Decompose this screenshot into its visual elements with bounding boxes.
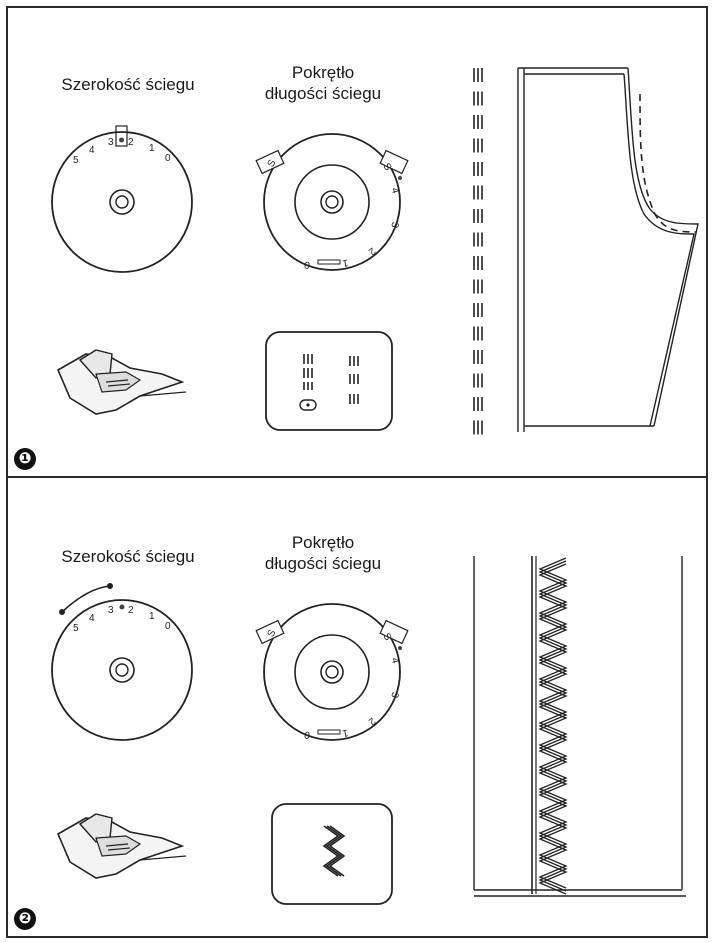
fabric-seam-icon	[517, 67, 699, 432]
zigzag-stitch-line	[538, 563, 568, 895]
width-dial-icon: 5 4 3 2 1 0	[51, 583, 193, 741]
step-number-badge: ❷	[14, 908, 36, 930]
dial-number: 2	[366, 715, 378, 727]
straight-stitch-line-icon	[473, 68, 483, 435]
length-label-line1: Pokrętło	[291, 533, 355, 552]
dial-number: 0	[165, 621, 171, 632]
dial-number: 0	[165, 153, 171, 164]
dial-number: 1	[341, 257, 349, 269]
length-dial-icon: S S 4 3 2 1 0	[255, 133, 409, 271]
length-label-line2: długości ściegu	[264, 84, 382, 103]
zigzag-stitch-line	[538, 557, 568, 889]
dial-number: 0	[303, 258, 311, 270]
dial-number: 4	[389, 187, 401, 196]
presser-foot-icon	[56, 349, 187, 415]
dial-number: 1	[149, 143, 155, 154]
dial-number: 1	[341, 727, 349, 739]
stitch-selector-icon	[271, 803, 393, 905]
dial-number: 3	[388, 221, 400, 230]
length-label-line2: długości ściegu	[264, 554, 382, 573]
length-label: Pokrętło długości ściegu	[258, 532, 388, 574]
length-label: Pokrętło długości ściegu	[258, 62, 388, 104]
dial-number: 4	[89, 145, 95, 156]
panel-straight-stitch: Szerokość ściegu Pokrętło długości ścieg…	[6, 6, 708, 478]
dial-number: 2	[128, 605, 134, 616]
stitch-selector-icon	[265, 331, 393, 431]
dial-number: 0	[303, 728, 311, 740]
fabric-seam-icon	[473, 556, 686, 897]
width-label: Szerokość ściegu	[61, 75, 195, 94]
dial-number: 3	[388, 691, 400, 700]
dial-number: 4	[89, 613, 95, 624]
dial-number: 1	[149, 611, 155, 622]
length-dial-icon: S S 4 3 2 1 0	[255, 603, 409, 741]
dial-number: S	[266, 158, 279, 170]
dial-number: S	[380, 631, 393, 643]
dial-number: S	[266, 628, 279, 640]
zigzag-stitch-line	[538, 560, 568, 892]
dial-number: 2	[366, 245, 378, 257]
presser-foot-icon	[56, 813, 187, 879]
panel-zigzag-stitch: Szerokość ściegu Pokrętło długości ścieg…	[6, 476, 708, 938]
dial-number: 3	[108, 605, 114, 616]
dial-number: 5	[73, 155, 79, 166]
dial-number: S	[380, 161, 393, 173]
width-label: Szerokość ściegu	[61, 547, 195, 566]
dial-number: 4	[389, 657, 401, 666]
step-number-badge: ❶	[14, 448, 36, 470]
width-dial-icon: 5 4 3 2 1 0	[51, 125, 193, 273]
dial-number: 2	[128, 137, 134, 148]
dial-number: 5	[73, 623, 79, 634]
dial-number: 3	[108, 137, 114, 148]
length-label-line1: Pokrętło	[291, 63, 355, 82]
